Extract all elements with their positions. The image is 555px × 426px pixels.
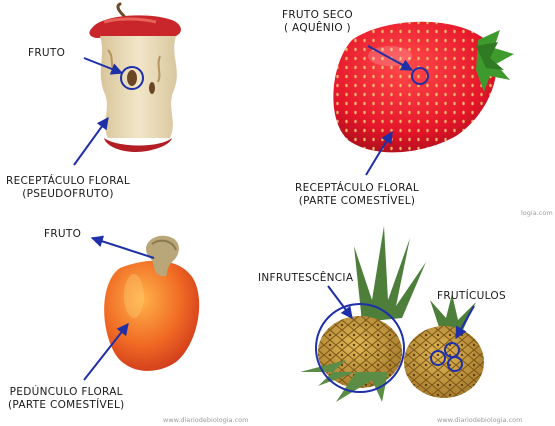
apple-receptacle-line1: RECEPTÁCULO FLORAL	[6, 175, 130, 188]
cashew-peduncle-line1: PEDÚNCULO FLORAL	[8, 386, 125, 399]
apple-receptacle-label: RECEPTÁCULO FLORAL (PSEUDOFRUTO)	[6, 175, 130, 201]
strawberry-achene-line1: FRUTO SECO	[282, 9, 353, 22]
apple-receptacle-arrow	[74, 118, 108, 165]
strawberry-receptacle-line1: RECEPTÁCULO FLORAL	[295, 182, 419, 195]
cashew-peduncle-label: PEDÚNCULO FLORAL (PARTE COMESTÍVEL)	[8, 386, 125, 412]
strawberry-illustration	[333, 22, 514, 153]
cashew-fruit-arrow	[92, 238, 154, 258]
strawberry-credit: logia.com	[521, 209, 553, 217]
apple-receptacle-line2: (PSEUDOFRUTO)	[6, 188, 130, 201]
fruitlets-label: FRUTÍCULOS	[437, 290, 506, 303]
infructescence-label: INFRUTESCÊNCIA	[258, 272, 353, 285]
strawberry-receptacle-line2: (PARTE COMESTÍVEL)	[295, 195, 419, 208]
cashew-fruit-label: FRUTO	[44, 228, 81, 241]
strawberry-achene-label: FRUTO SECO ( AQUÊNIO )	[282, 9, 353, 35]
pineapple-illustration	[300, 226, 484, 402]
cashew-illustration	[104, 236, 199, 371]
strawberry-achene-line2: ( AQUÊNIO )	[282, 22, 353, 35]
apple-core-illustration	[89, 4, 181, 152]
strawberry-receptacle-label: RECEPTÁCULO FLORAL (PARTE COMESTÍVEL)	[295, 182, 419, 208]
cashew-peduncle-line2: (PARTE COMESTÍVEL)	[8, 399, 125, 412]
cashew-credit: www.diariodebiologia.com	[163, 416, 248, 424]
apple-fruit-label: FRUTO	[28, 47, 65, 60]
pineapple-credit: www.diariodebiologia.com	[437, 416, 522, 424]
